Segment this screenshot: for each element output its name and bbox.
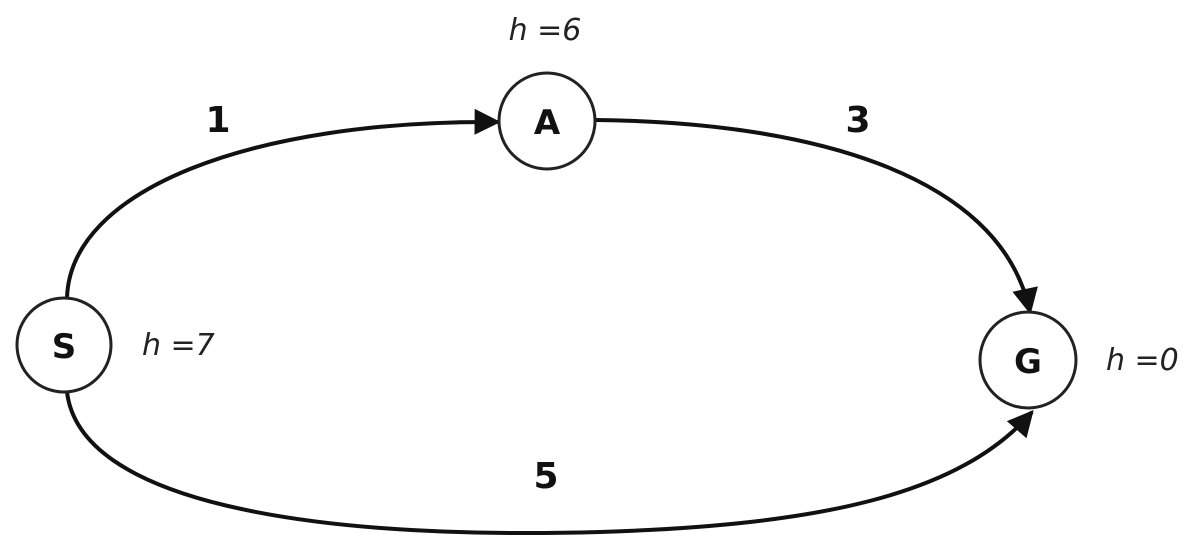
edge-s-a (65, 108, 501, 299)
node-a: A (497, 71, 597, 171)
cost-s-g: 5 (533, 456, 558, 497)
cost-s-a: 1 (205, 100, 230, 141)
heuristic-g: h =0 (1106, 343, 1179, 378)
node-g: G (978, 310, 1078, 410)
edge-a-g (595, 118, 1038, 315)
heuristic-s: h =7 (142, 328, 215, 363)
svg-text:S: S (52, 327, 77, 367)
heuristic-a: h =6 (509, 13, 582, 48)
cost-a-g: 3 (845, 100, 870, 141)
edge-s-g (65, 391, 1034, 535)
node-s: S (15, 296, 113, 394)
svg-text:A: A (534, 103, 561, 143)
svg-text:G: G (1014, 342, 1042, 382)
